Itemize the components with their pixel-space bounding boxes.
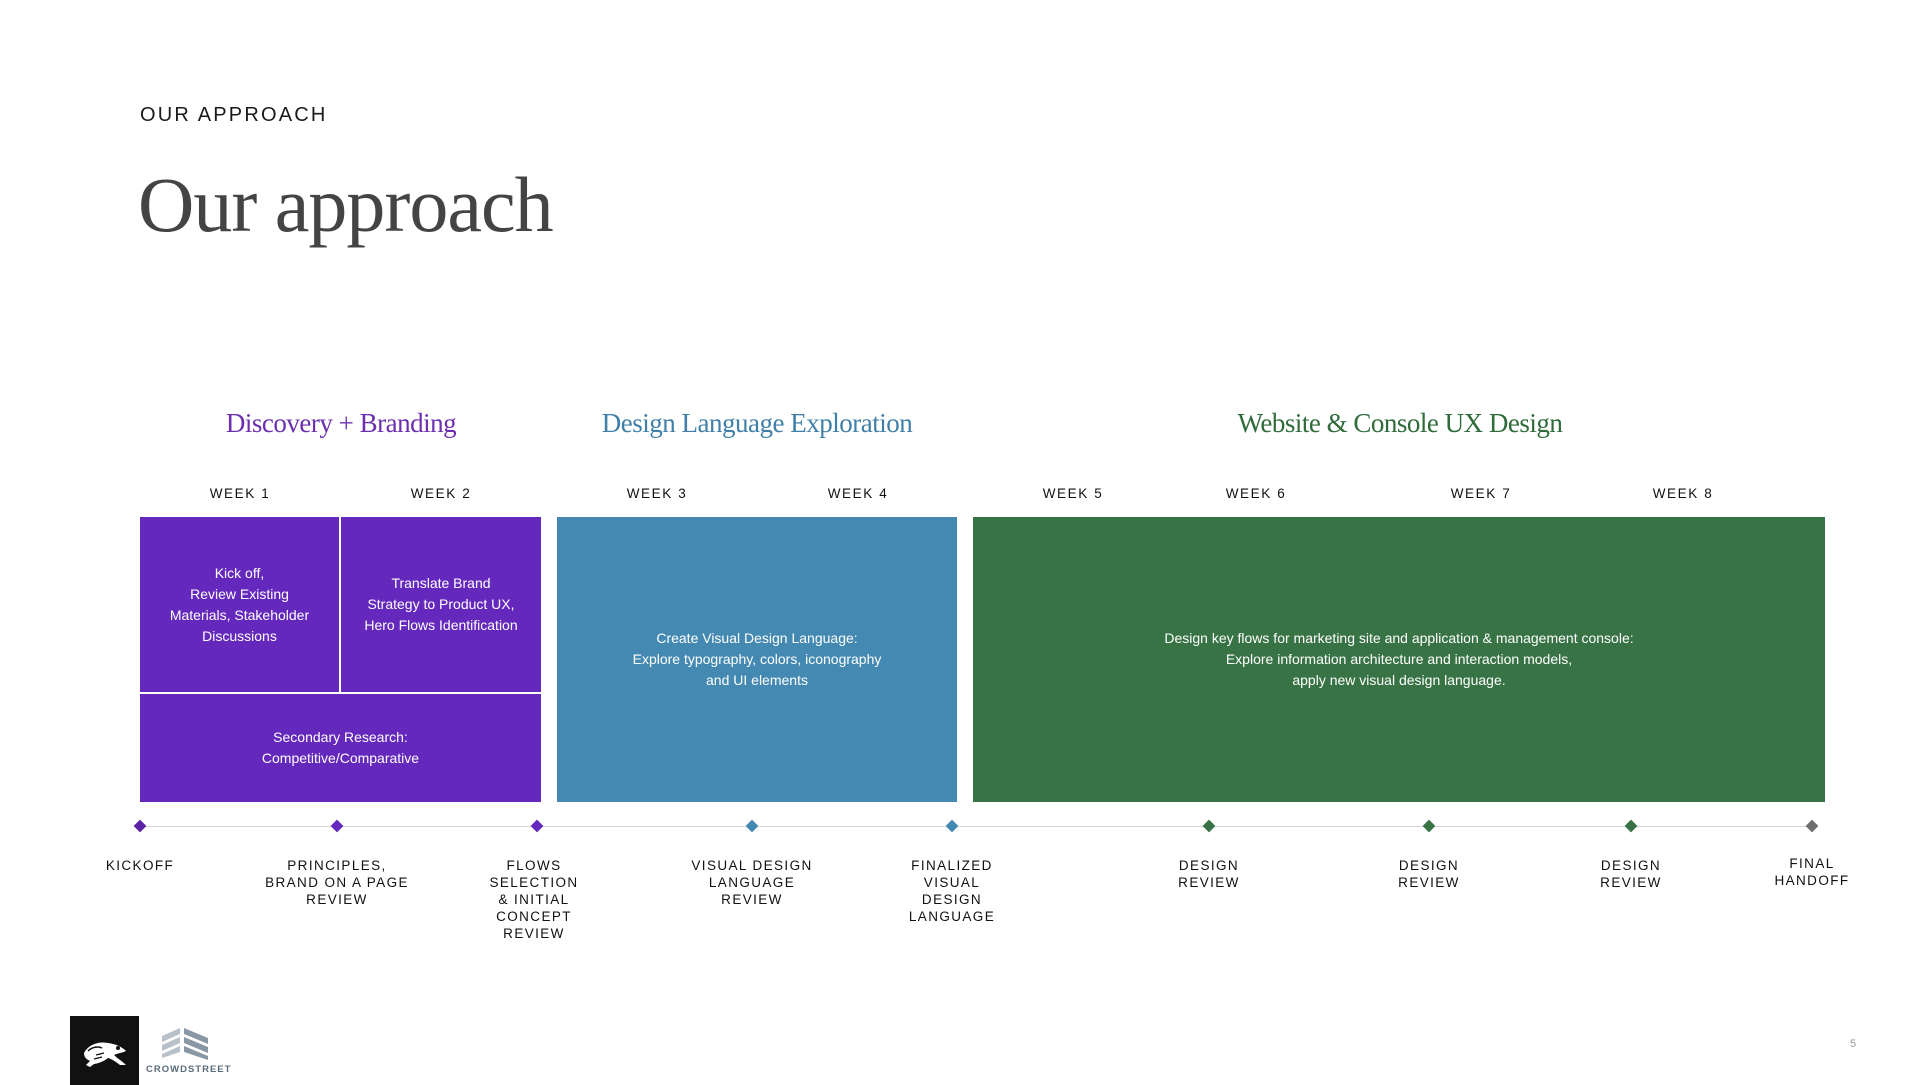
milestone-marker-visual-design-review	[745, 819, 759, 833]
milestone-label-final-handoff: FINAL HANDOFF	[1774, 856, 1850, 888]
milestone-marker-kickoff	[133, 819, 147, 833]
page-title: Our approach	[138, 161, 554, 248]
activity-key-flows: Design key flows for marketing site and …	[973, 517, 1825, 802]
milestone-marker-design-review-2	[1422, 819, 1436, 833]
frog-icon	[70, 1016, 139, 1085]
activity-translate-brand: Translate Brand Strategy to Product UX, …	[341, 517, 541, 692]
milestone-label-visual-design-review: VISUAL DESIGN LANGUAGE REVIEW	[691, 858, 813, 907]
milestone-marker-flows-selection	[530, 819, 544, 833]
brand-name: CROWDSTREET	[146, 1064, 232, 1075]
phase-title-discovery: Discovery + Branding	[225, 408, 457, 438]
milestone-label-design-review-2: DESIGN REVIEW	[1398, 858, 1460, 890]
milestone-label-kickoff: KICKOFF	[105, 858, 175, 873]
milestone-label-design-review-1: DESIGN REVIEW	[1178, 858, 1240, 890]
milestone-label-design-review-3: DESIGN REVIEW	[1600, 858, 1662, 890]
week-label-4: WEEK 4	[827, 486, 889, 501]
week-label-3: WEEK 3	[626, 486, 688, 501]
activity-visual-design-language: Create Visual Design Language: Explore t…	[557, 517, 957, 802]
section-eyebrow: OUR APPROACH	[140, 104, 328, 126]
phase-title-ux-design: Website & Console UX Design	[1237, 408, 1563, 438]
activity-secondary-research: Secondary Research: Competitive/Comparat…	[140, 694, 541, 802]
week-label-6: WEEK 6	[1225, 486, 1287, 501]
milestone-marker-final-handoff	[1805, 819, 1819, 833]
milestone-marker-finalized-language	[945, 819, 959, 833]
milestone-label-flows-selection: FLOWS SELECTION & INITIAL CONCEPT REVIEW	[489, 858, 579, 941]
crowdstreet-icon	[160, 1022, 212, 1060]
week-label-1: WEEK 1	[209, 486, 271, 501]
activity-kickoff: Kick off, Review Existing Materials, Sta…	[140, 517, 339, 692]
week-label-8: WEEK 8	[1652, 486, 1714, 501]
milestone-marker-design-review-1	[1202, 819, 1216, 833]
milestone-label-principles: PRINCIPLES, BRAND ON A PAGE REVIEW	[265, 858, 409, 907]
page-number: 5	[1850, 1038, 1857, 1050]
milestone-marker-principles	[330, 819, 344, 833]
milestone-label-finalized-language: FINALIZED VISUAL DESIGN LANGUAGE	[908, 858, 996, 924]
phase-title-design-language: Design Language Exploration	[601, 408, 913, 438]
week-label-7: WEEK 7	[1450, 486, 1512, 501]
timeline-track	[140, 826, 1815, 827]
week-label-2: WEEK 2	[410, 486, 472, 501]
week-label-5: WEEK 5	[1042, 486, 1104, 501]
milestone-marker-design-review-3	[1624, 819, 1638, 833]
